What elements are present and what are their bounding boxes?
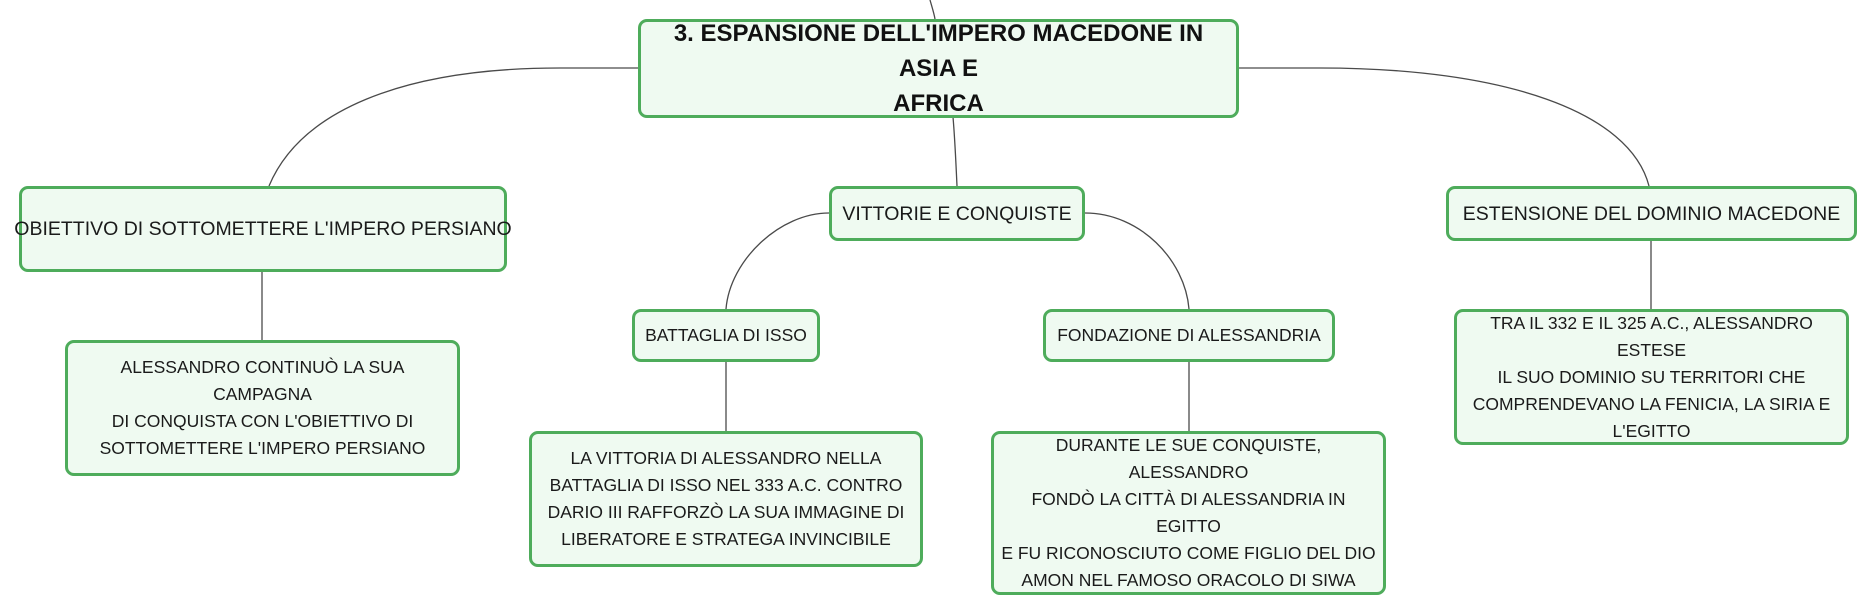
central-topic-line-1: 3. ESPANSIONE DELL'IMPERO MACEDONE IN AS… [673, 20, 1204, 82]
note-obiettivo-text: ALESSANDRO CONTINUÒ LA SUA CAMPAGNA DI C… [74, 354, 451, 462]
note-line: L'EGITTO [1612, 420, 1691, 441]
topic-vittorie[interactable]: VITTORIE E CONQUISTE [829, 186, 1085, 241]
subtopic-fondazione[interactable]: FONDAZIONE DI ALESSANDRIA [1043, 309, 1335, 362]
connector-vittorie-to-fondazione [1084, 212, 1190, 310]
connector-root-to-obiettivo [268, 67, 638, 187]
note-line: E FU RICONOSCIUTO COME FIGLIO DEL DIO [1001, 543, 1376, 563]
topic-obiettivo-label: OBIETTIVO DI SOTTOMETTERE L'IMPERO PERSI… [14, 218, 512, 240]
central-topic-line-2: AFRICA [893, 90, 984, 117]
connector-vittorie-to-battaglia [725, 212, 830, 310]
note-line: DARIO III RAFFORZÒ LA SUA IMMAGINE DI [547, 502, 905, 522]
note-line: LIBERATORE E STRATEGA INVINCIBILE [561, 529, 891, 549]
note-line: DURANTE LE SUE CONQUISTE, ALESSANDRO [1055, 435, 1322, 482]
note-line: BATTAGLIA DI ISSO NEL 333 A.C. CONTRO [549, 475, 903, 495]
note-line: SOTTOMETTERE L'IMPERO PERSIANO [99, 438, 426, 458]
note-estensione-text: TRA IL 332 E IL 325 A.C., ALESSANDRO EST… [1463, 310, 1840, 445]
note-fondazione-text: DURANTE LE SUE CONQUISTE, ALESSANDRO FON… [1000, 432, 1377, 594]
subtopic-fondazione-label: FONDAZIONE DI ALESSANDRIA [1057, 325, 1321, 345]
central-topic[interactable]: 3. ESPANSIONE DELL'IMPERO MACEDONE IN AS… [638, 19, 1239, 118]
central-topic-label: 3. ESPANSIONE DELL'IMPERO MACEDONE IN AS… [651, 16, 1226, 121]
note-line: COMPRENDEVANO LA FENICIA, LA SIRIA E [1472, 393, 1831, 414]
note-battaglia-text: LA VITTORIA DI ALESSANDRO NELLA BATTAGLI… [548, 445, 905, 553]
note-line: TRA IL 332 E IL 325 A.C., ALESSANDRO EST… [1490, 312, 1813, 360]
connector-root-to-vittorie [952, 116, 958, 187]
note-fondazione-detail[interactable]: DURANTE LE SUE CONQUISTE, ALESSANDRO FON… [991, 431, 1386, 595]
note-line: AMON NEL FAMOSO ORACOLO DI SIWA [1021, 570, 1356, 590]
subtopic-battaglia[interactable]: BATTAGLIA DI ISSO [632, 309, 820, 362]
topic-obiettivo[interactable]: OBIETTIVO DI SOTTOMETTERE L'IMPERO PERSI… [14, 186, 512, 272]
note-obiettivo-detail[interactable]: ALESSANDRO CONTINUÒ LA SUA CAMPAGNA DI C… [65, 340, 460, 476]
note-battaglia-detail[interactable]: LA VITTORIA DI ALESSANDRO NELLA BATTAGLI… [529, 431, 923, 567]
note-line: LA VITTORIA DI ALESSANDRO NELLA [570, 448, 882, 468]
connector-root-to-estensione [1239, 67, 1650, 187]
note-line: FONDÒ LA CITTÀ DI ALESSANDRIA IN EGITTO [1031, 489, 1346, 536]
topic-estensione[interactable]: ESTENSIONE DEL DOMINIO MACEDONE [1446, 186, 1857, 241]
note-line: IL SUO DOMINIO SU TERRITORI CHE [1497, 366, 1806, 387]
note-line: DI CONQUISTA CON L'OBIETTIVO DI [111, 411, 414, 431]
topic-estensione-label: ESTENSIONE DEL DOMINIO MACEDONE [1462, 202, 1841, 225]
note-line: ALESSANDRO CONTINUÒ LA SUA CAMPAGNA [120, 357, 405, 404]
subtopic-battaglia-label: BATTAGLIA DI ISSO [645, 325, 807, 345]
topic-vittorie-label: VITTORIE E CONQUISTE [842, 202, 1072, 225]
note-estensione-detail[interactable]: TRA IL 332 E IL 325 A.C., ALESSANDRO EST… [1454, 309, 1849, 445]
